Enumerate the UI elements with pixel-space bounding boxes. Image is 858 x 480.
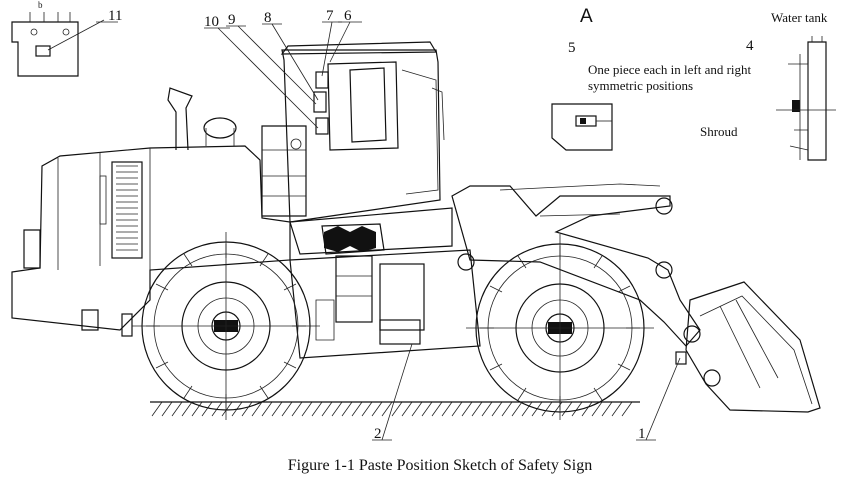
callout-10: 10 <box>204 14 219 30</box>
callout-6: 6 <box>344 8 352 24</box>
callout-5: 5 <box>568 40 576 56</box>
front-wheel <box>466 234 654 420</box>
view-label-a: A <box>580 6 593 27</box>
callout-4: 4 <box>746 38 754 54</box>
shroud-label: Shroud <box>700 124 738 139</box>
wheel-loader <box>11 41 821 420</box>
detail-view-11: b <box>11 0 118 77</box>
callout-leaders <box>204 21 681 441</box>
safety-sign-10-mark <box>315 117 329 135</box>
safety-sign-11-mark <box>35 45 51 57</box>
callout-1: 1 <box>638 426 646 442</box>
water-tank-label: Water tank <box>771 10 828 25</box>
rear-wheel <box>132 232 320 420</box>
safety-sign-8-mark <box>313 91 327 113</box>
callout-8: 8 <box>264 10 272 26</box>
symmetric-note-line1: One piece each in left and right <box>588 62 752 77</box>
callout-11: 11 <box>108 8 122 24</box>
detail-label: b <box>38 0 43 10</box>
safety-sign-7-mark <box>315 71 329 89</box>
safety-sign-1-mark <box>675 351 687 365</box>
callout-2: 2 <box>374 426 382 442</box>
ground-hatch <box>151 401 633 417</box>
callout-7: 7 <box>326 8 334 24</box>
callout-9: 9 <box>228 12 236 28</box>
view-a-detail <box>551 36 836 161</box>
symmetric-note-line2: symmetric positions <box>588 78 693 93</box>
figure-caption: Figure 1-1 Paste Position Sketch of Safe… <box>288 457 592 474</box>
